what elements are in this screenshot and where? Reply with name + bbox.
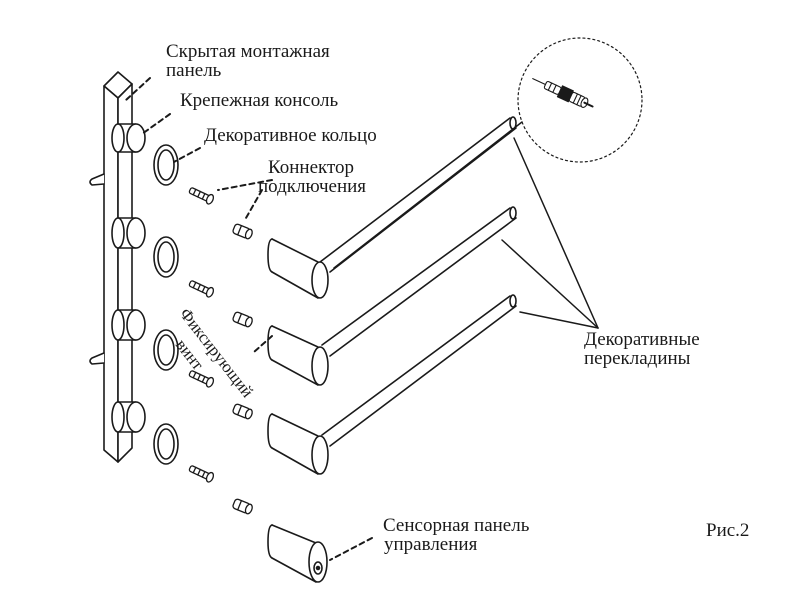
figure-number: Рис.2 — [706, 520, 750, 541]
label-sensor-line1: Сенсорная панель — [383, 515, 530, 536]
label-connector-line1: Коннектор — [268, 157, 355, 178]
label-ring: Декоративное кольцо — [204, 125, 377, 146]
bar-1 — [267, 116, 517, 299]
fixing-screws — [188, 187, 215, 483]
solid-leaders — [333, 121, 599, 329]
sensor-control-panel — [267, 524, 328, 583]
connectors — [232, 223, 253, 515]
bar-3 — [267, 294, 517, 475]
label-bars-line1: Декоративные — [584, 329, 700, 350]
decorative-rings — [153, 144, 179, 465]
decorative-bars — [267, 116, 517, 475]
connector-detail-callout — [517, 37, 643, 163]
label-hidden-panel-line1: Скрытая монтажная — [166, 41, 330, 62]
bar-2 — [267, 206, 517, 386]
hidden-mounting-panel — [89, 71, 133, 463]
label-bracket: Крепежная консоль — [180, 90, 339, 111]
bracket-4 — [111, 401, 146, 433]
label-sensor-line2: управления — [384, 534, 478, 555]
leader-lines — [125, 77, 373, 561]
label-connector-line2: подключения — [258, 176, 367, 197]
bracket-1 — [111, 123, 146, 153]
label-hidden-panel-line2: панель — [166, 60, 222, 81]
bracket-2 — [111, 217, 146, 249]
mounting-brackets — [111, 123, 146, 433]
bracket-3 — [111, 309, 146, 341]
label-bars-line2: перекладины — [584, 348, 691, 369]
